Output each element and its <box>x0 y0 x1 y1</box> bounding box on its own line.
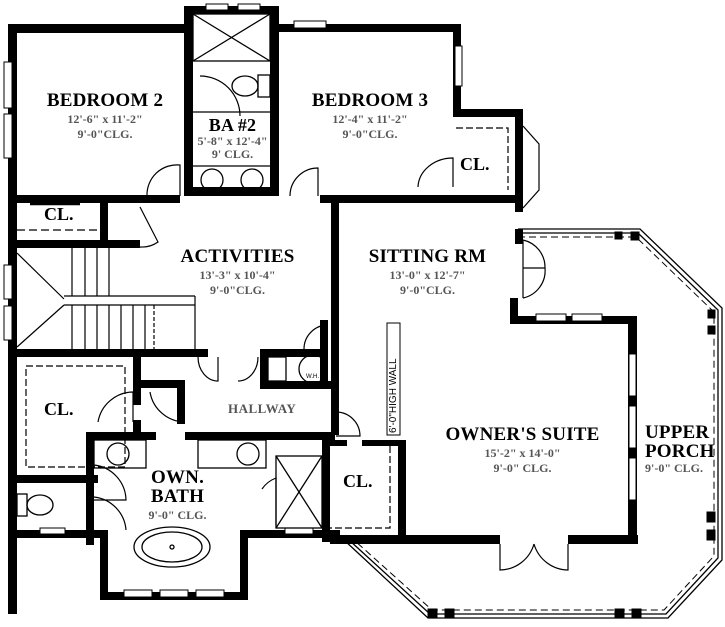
room-hallway: HALLWAY <box>228 401 297 416</box>
closet-shelves <box>17 127 509 529</box>
room-ceiling: 9'-0"CLG. <box>342 127 398 141</box>
room-dimensions: 12'-4" x 11'-2" <box>332 112 408 126</box>
room-name-line-2: PORCH <box>645 441 715 462</box>
closet-owners-walk-in: CL. <box>44 399 74 419</box>
room-sitting: SITTING RM 13'-0" x 12'-7" 9'-0"CLG. <box>350 247 505 296</box>
room-name: SITTING RM <box>368 246 487 267</box>
water-heater-label: W.H. <box>306 374 319 380</box>
closet-bedroom-3: CL. <box>460 154 490 174</box>
room-ceiling: 9'-0" CLG. <box>645 461 703 475</box>
room-ceiling: 9'-0" CLG. <box>493 461 552 475</box>
room-dimensions: 13'-3" x 10'-4" <box>199 268 276 282</box>
room-dimensions: 12'-6" x 11'-2" <box>67 112 143 126</box>
room-dimensions: 15'-2" x 14'-0" <box>484 446 561 460</box>
windows <box>3 3 637 598</box>
room-name: OWNER'S SUITE <box>445 424 600 445</box>
room-ceiling: 9' CLG. <box>211 147 254 161</box>
high-wall-note: 6'-0"HIGH WALL <box>388 358 399 433</box>
room-activities: ACTIVITIES 13'-3" x 10'-4" 9'-0"CLG. <box>160 247 315 296</box>
room-own-bath: OWN. BATH 9'-0" CLG. <box>130 468 225 521</box>
room-ceiling: 9'-0" CLG. <box>148 508 207 522</box>
high-wall <box>386 322 401 436</box>
room-name-line-2: BATH <box>150 486 205 507</box>
room-name: BEDROOM 3 <box>311 90 429 111</box>
room-name: BEDROOM 2 <box>46 90 164 111</box>
room-bedroom-2: BEDROOM 2 12'-6" x 11'-2" 9'-0"CLG. <box>25 91 185 140</box>
room-bath-2: BA #2 5'-8" x 12'-4" 9' CLG. <box>185 116 280 160</box>
fixtures <box>16 13 328 568</box>
room-ceiling: 9'-0"CLG. <box>400 283 455 297</box>
bay-window <box>522 125 540 209</box>
room-ceiling: 9'-0"CLG. <box>77 127 133 141</box>
room-upper-porch: UPPER PORCH 9'-0" CLG. <box>645 423 715 474</box>
room-owners-suite: OWNER'S SUITE 15'-2" x 14'-0" 9'-0" CLG. <box>425 425 620 474</box>
room-dimensions: 13'-0" x 12'-7" <box>389 268 466 282</box>
closet-owners-suite: CL. <box>343 471 373 491</box>
room-dimensions: 5'-8" x 12'-4" <box>197 134 268 148</box>
room-name: ACTIVITIES <box>180 246 295 267</box>
upper-porch-railing <box>343 228 723 619</box>
room-name-line-1: UPPER <box>645 422 710 443</box>
stairs <box>16 248 196 349</box>
room-name: BA #2 <box>208 115 257 135</box>
room-ceiling: 9'-0"CLG. <box>210 283 265 297</box>
closet-bedroom-2: CL. <box>44 204 74 224</box>
room-name-line-1: OWN. <box>150 467 205 488</box>
room-bedroom-3: BEDROOM 3 12'-4" x 11'-2" 9'-0"CLG. <box>290 91 450 140</box>
